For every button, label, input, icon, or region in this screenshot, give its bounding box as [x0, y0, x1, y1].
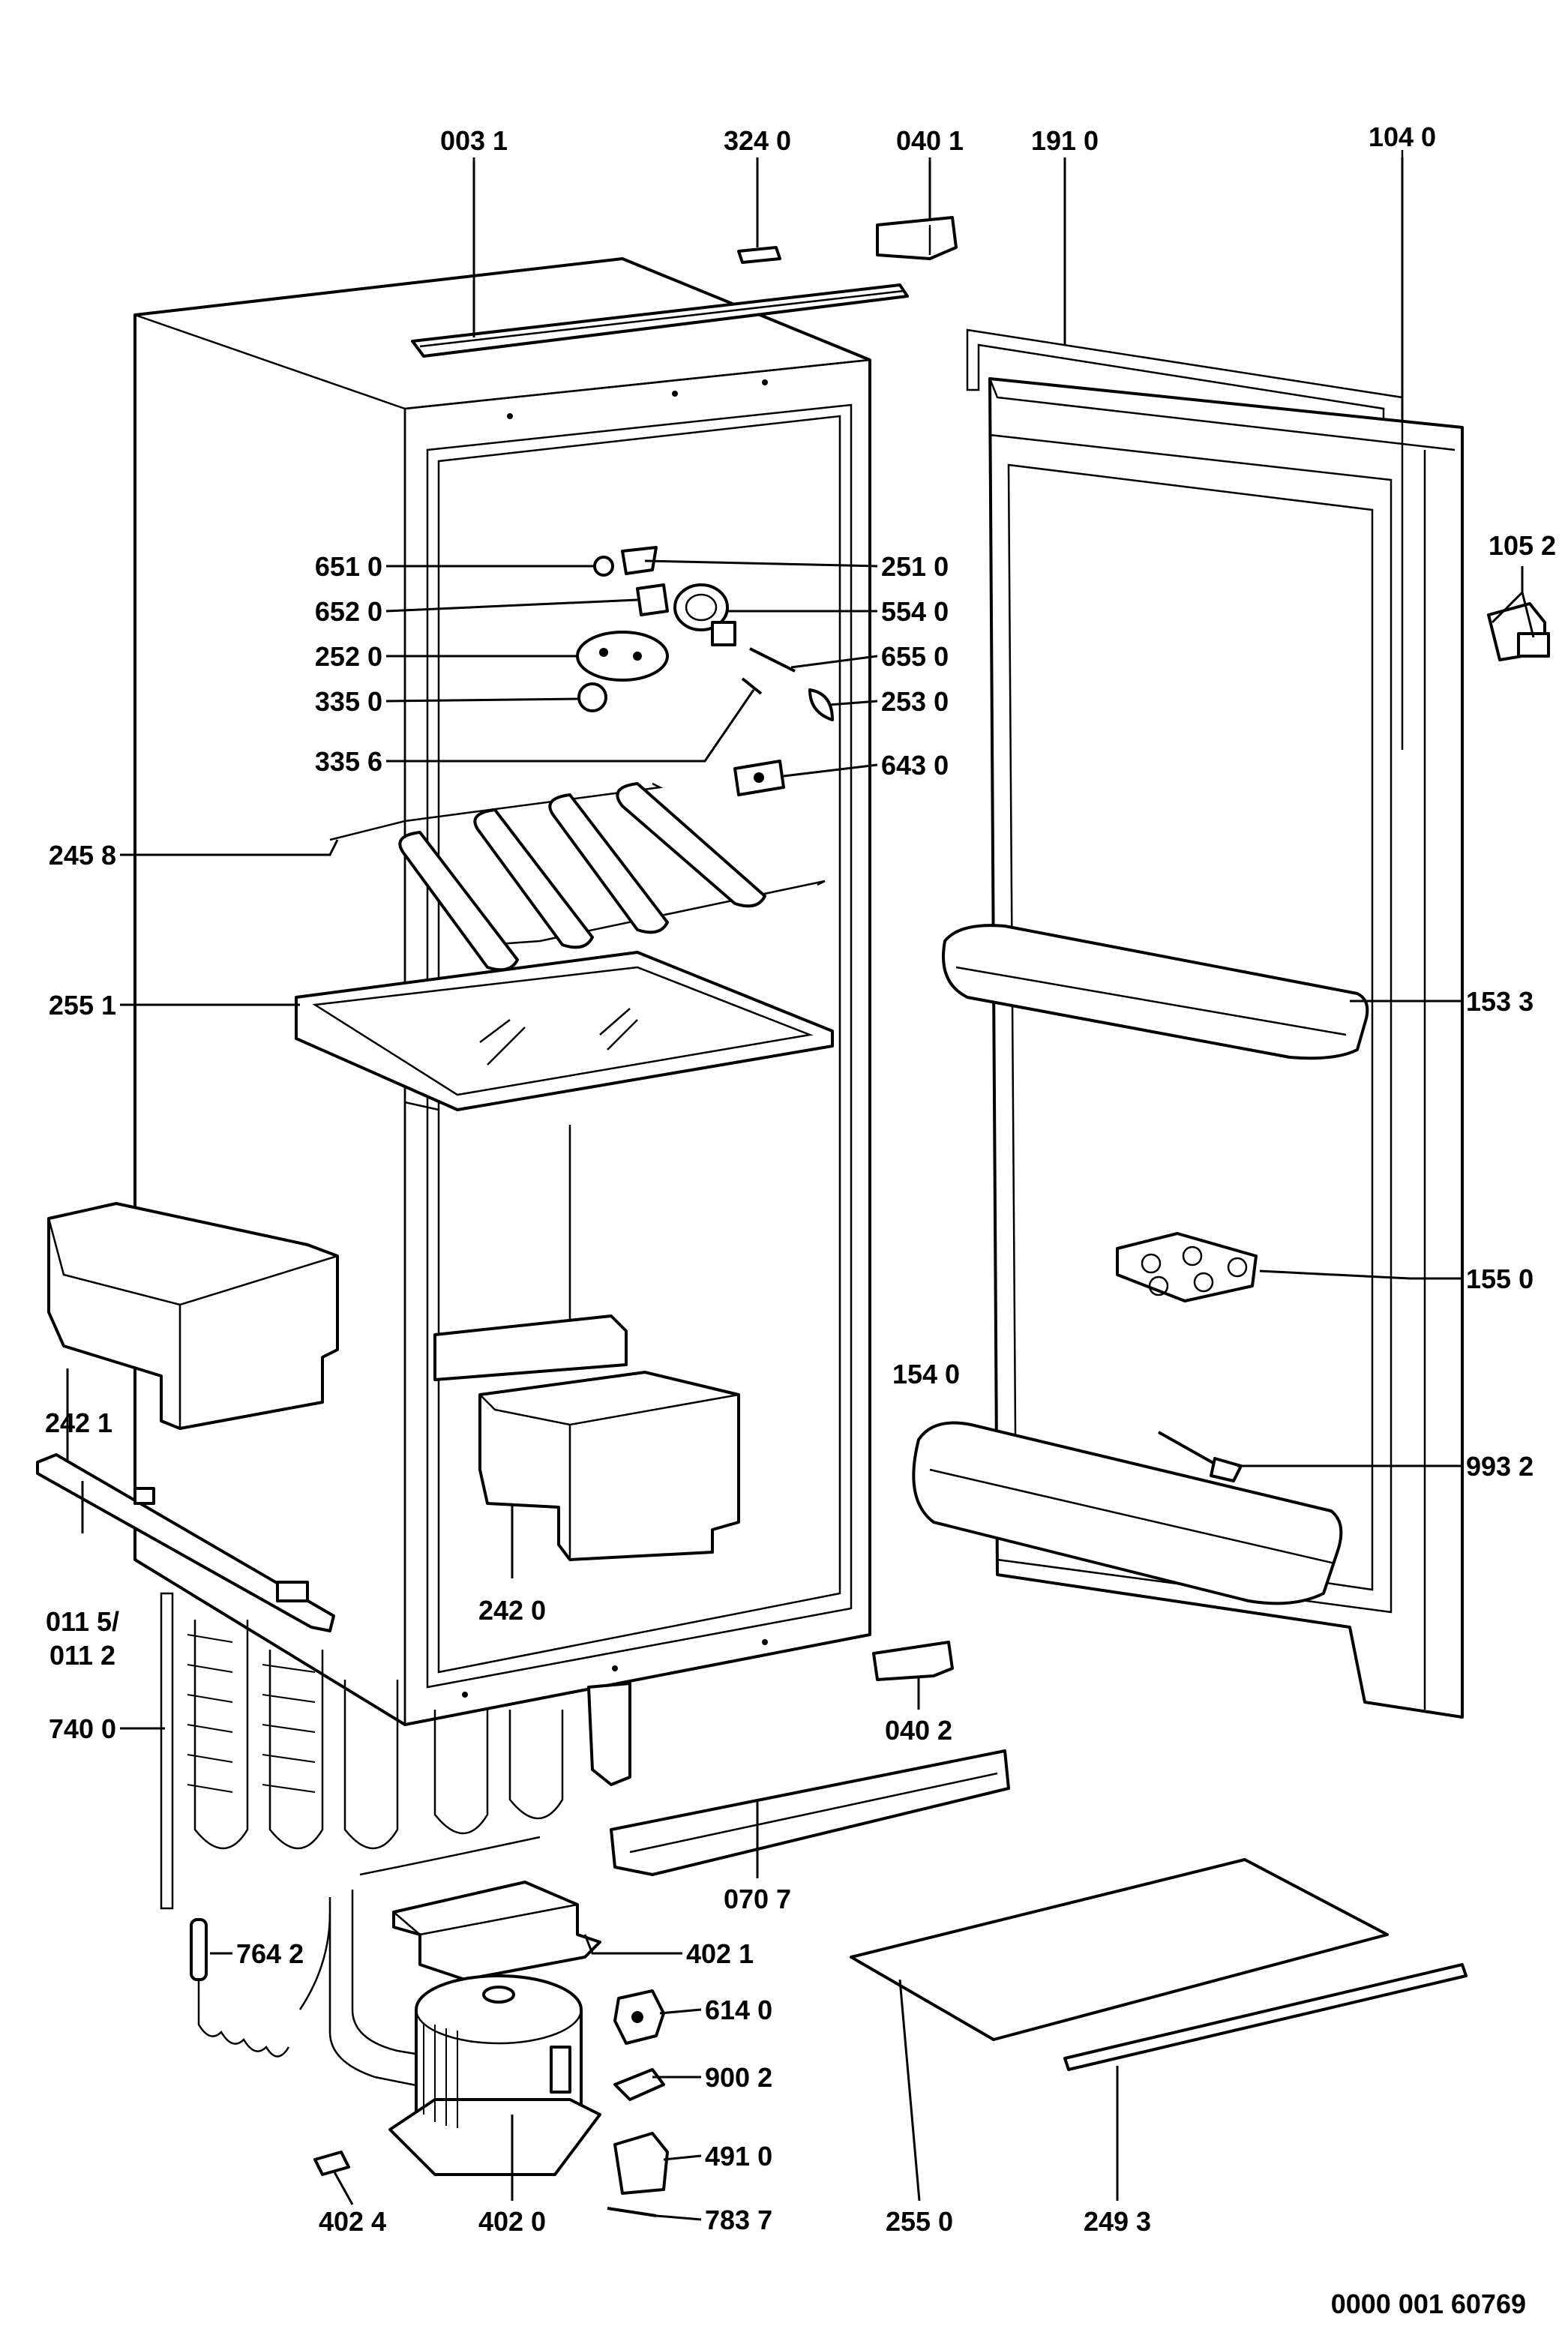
- label-251-0: 251 0: [881, 551, 949, 582]
- label-652-0: 652 0: [315, 596, 382, 627]
- label-255-0: 255 0: [886, 2206, 953, 2237]
- label-655-0: 655 0: [881, 641, 949, 672]
- label-335-0: 335 0: [315, 686, 382, 717]
- label-993-2: 993 2: [1466, 1451, 1534, 1482]
- label-740-0: 740 0: [49, 1713, 116, 1744]
- door: [966, 150, 1550, 1719]
- label-011-5: 011 5/: [46, 1606, 119, 1637]
- label-155-0: 155 0: [1466, 1263, 1534, 1294]
- label-614-0: 614 0: [705, 1995, 772, 2025]
- label-154-0: 154 0: [892, 1359, 960, 1389]
- label-242-0: 242 0: [478, 1595, 546, 1626]
- evaporator: [329, 782, 826, 972]
- label-040-1: 040 1: [896, 125, 964, 156]
- label-255-1: 255 1: [49, 990, 116, 1021]
- label-764-2: 764 2: [236, 1938, 304, 1969]
- label-643-0: 643 0: [881, 750, 949, 781]
- bottom-panels: [850, 1858, 1468, 2071]
- label-003-1: 003 1: [440, 125, 508, 156]
- label-153-3: 153 3: [1466, 986, 1534, 1017]
- label-651-0: 651 0: [315, 551, 382, 582]
- label-191-0: 191 0: [1031, 125, 1099, 156]
- label-402-0: 402 0: [478, 2206, 546, 2237]
- label-070-7: 070 7: [724, 1884, 791, 1914]
- drawers: [47, 1202, 740, 1561]
- label-242-1: 242 1: [45, 1407, 112, 1438]
- condenser: [160, 1592, 631, 1910]
- label-324-0: 324 0: [724, 125, 791, 156]
- label-783-7: 783 7: [705, 2205, 772, 2235]
- control-parts: [576, 546, 834, 796]
- label-105-2: 105 2: [1489, 530, 1556, 561]
- part-labels: 003 1 324 0 040 1 191 0 104 0 105 2 651 …: [45, 121, 1556, 2319]
- leader-lines: [66, 157, 1535, 2221]
- label-491-0: 491 0: [705, 2141, 772, 2172]
- label-245-8: 245 8: [49, 840, 116, 871]
- label-040-2: 040 2: [885, 1715, 952, 1746]
- top-parts: [737, 216, 958, 264]
- drawing-number: 0000 001 60769: [1331, 2289, 1526, 2319]
- label-253-0: 253 0: [881, 686, 949, 717]
- label-402-1: 402 1: [686, 1938, 754, 1969]
- label-335-6: 335 6: [315, 746, 382, 777]
- compressor-area: [190, 1836, 669, 2217]
- door-shelves: [912, 924, 1369, 1605]
- label-252-0: 252 0: [315, 641, 382, 672]
- label-554-0: 554 0: [881, 596, 949, 627]
- label-900-2: 900 2: [705, 2062, 772, 2093]
- label-249-3: 249 3: [1084, 2206, 1151, 2237]
- glass-shelf: [295, 951, 834, 1111]
- label-011-2: 011 2: [49, 1640, 115, 1671]
- rails: [36, 1453, 1010, 1876]
- label-402-4: 402 4: [319, 2206, 386, 2237]
- label-104-0: 104 0: [1369, 121, 1436, 152]
